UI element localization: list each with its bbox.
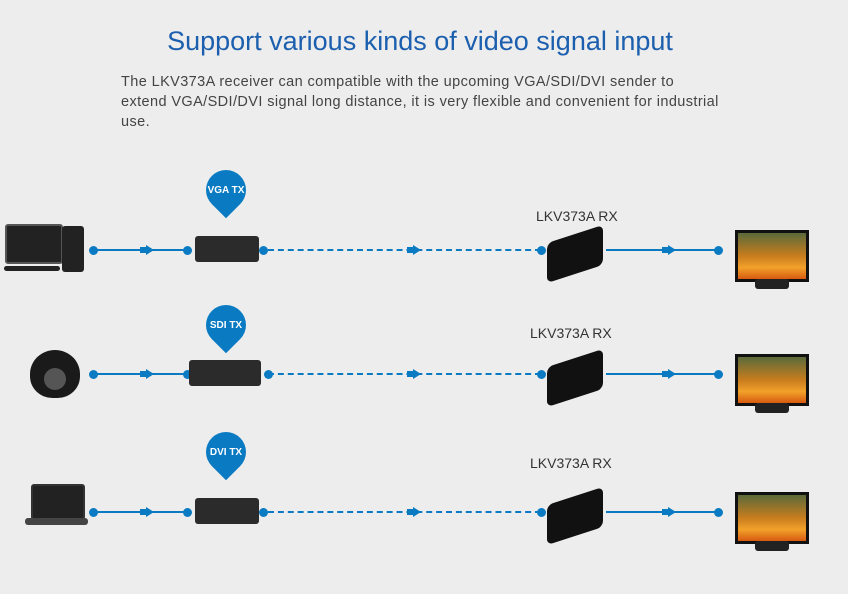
tx-input-dot	[183, 370, 192, 379]
tx-device-icon	[189, 360, 261, 386]
tx-label: SDI TX	[209, 320, 243, 331]
tx-input-dot	[183, 508, 192, 517]
rx-label: LKV373A RX	[536, 208, 618, 224]
rx-device-icon	[547, 348, 603, 408]
desktop-computer-monitor-icon	[5, 224, 63, 264]
signal-arrow-icon	[140, 245, 154, 255]
rx-output-dot	[714, 370, 723, 379]
tx-device-icon	[195, 236, 259, 262]
monitor-stand-icon	[755, 279, 789, 289]
signal-arrow-icon	[662, 245, 676, 255]
network-cable	[268, 511, 541, 513]
signal-arrow-icon	[407, 245, 421, 255]
rx-output-dot	[714, 246, 723, 255]
tx-device-icon	[195, 498, 259, 524]
signal-arrow-icon	[140, 507, 154, 517]
signal-arrow-icon	[407, 507, 421, 517]
signal-arrow-icon	[662, 507, 676, 517]
tx-output-dot	[259, 508, 268, 517]
network-cable	[268, 249, 541, 251]
description: The LKV373A receiver can compatible with…	[121, 74, 719, 130]
network-cable	[268, 373, 541, 375]
page-title: Support various kinds of video signal in…	[167, 26, 673, 56]
display-monitor-icon	[735, 230, 809, 282]
tx-input-dot	[183, 246, 192, 255]
display-monitor-icon	[735, 354, 809, 406]
rx-device-icon	[547, 224, 603, 284]
rx-device-icon	[547, 486, 603, 546]
laptop-screen-icon	[31, 484, 85, 520]
signal-arrow-icon	[662, 369, 676, 379]
laptop-base-icon	[25, 518, 88, 525]
tx-label: DVI TX	[209, 447, 243, 458]
rx-output-dot	[714, 508, 723, 517]
rx-input-dot	[537, 246, 546, 255]
monitor-stand-icon	[755, 403, 789, 413]
rx-input-dot	[537, 508, 546, 517]
tx-label: VGA TX	[207, 185, 245, 196]
rx-label: LKV373A RX	[530, 325, 612, 341]
rx-label: LKV373A RX	[530, 455, 612, 471]
signal-arrow-icon	[140, 369, 154, 379]
desktop-computer-keyboard-icon	[4, 266, 60, 271]
monitor-stand-icon	[755, 541, 789, 551]
tx-output-dot	[259, 246, 268, 255]
display-monitor-icon	[735, 492, 809, 544]
signal-arrow-icon	[407, 369, 421, 379]
rx-input-dot	[537, 370, 546, 379]
desktop-computer-tower-icon	[62, 226, 84, 272]
camera-lens-icon	[44, 368, 66, 390]
